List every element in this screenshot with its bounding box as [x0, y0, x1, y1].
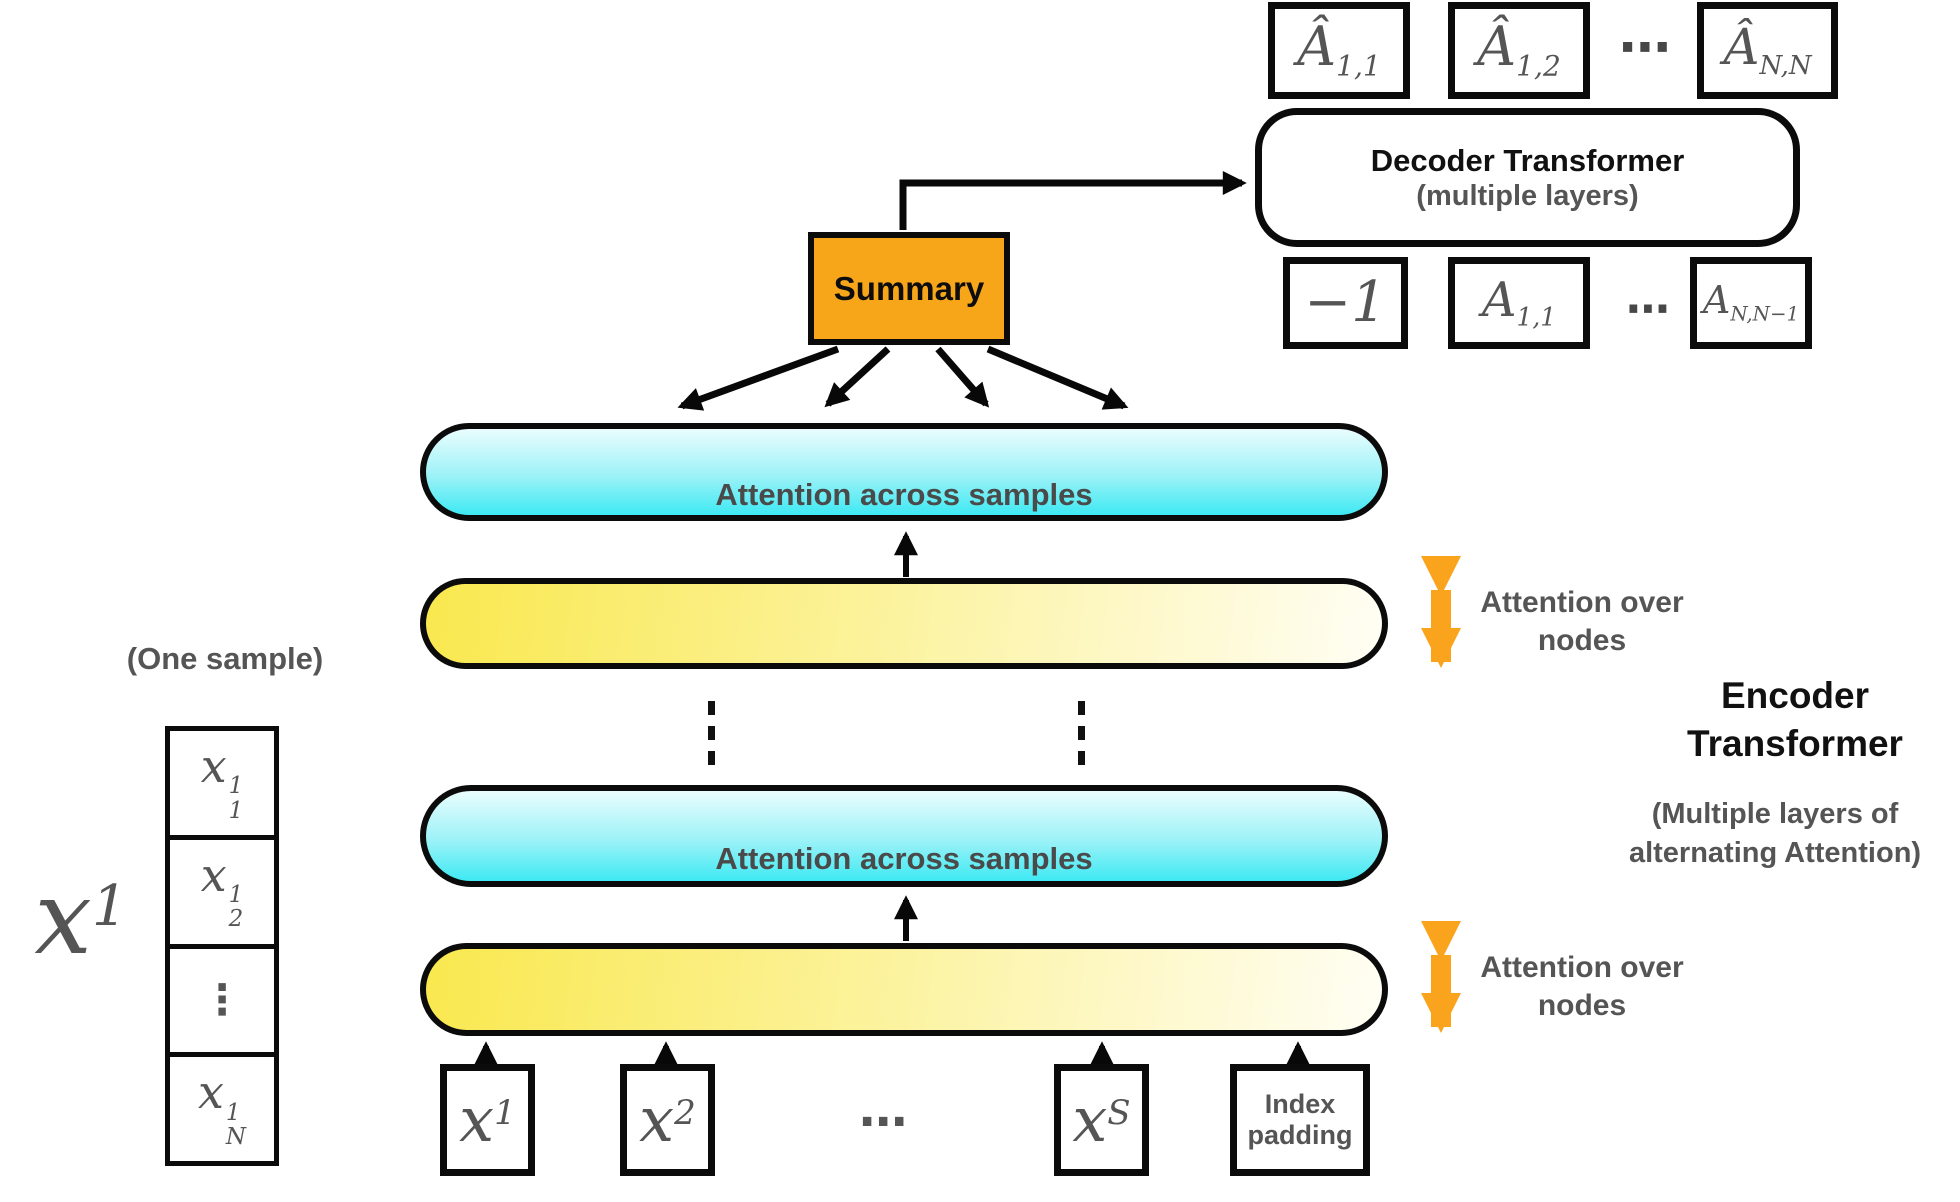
one-sample-caption: (One sample)	[126, 641, 324, 676]
ellipsis-dashed-line-left	[708, 701, 715, 765]
encoder-subtitle-line1: (Multiple layers of	[1651, 798, 1899, 830]
attention-over-line1: Attention over	[1480, 586, 1684, 619]
cyan-bar-top	[420, 423, 1388, 521]
summary-to-decoder-arrow	[899, 171, 1247, 230]
input-x2-box: x2	[620, 1064, 715, 1176]
minus-one-label: −1	[1304, 270, 1387, 335]
index-padding-line1: Index	[1264, 1088, 1336, 1119]
attention-across-label-top: Attention across samples	[715, 477, 1093, 512]
encoder-subtitle-line2: alternating Attention)	[1628, 837, 1922, 870]
vector-cell-ellipsis: ⋮	[170, 943, 274, 1053]
decoder-title: Decoder Transformer	[1370, 142, 1685, 178]
summary-fan-arrow-3	[935, 346, 990, 408]
yellow-bar-top	[420, 578, 1388, 669]
input-x1-box: x1	[440, 1064, 535, 1176]
a-n-nminus1-label: AN,N−1	[1702, 278, 1800, 326]
ahat-ellipsis: ⋯	[1619, 18, 1671, 78]
ahat-1-2-box: Â1,2	[1448, 2, 1590, 99]
attention-over-nodes-label-top: Attention over nodes	[1462, 584, 1702, 659]
ahat-1-1-label: Â1,1	[1297, 15, 1381, 83]
a-ellipsis: ⋯	[1626, 284, 1670, 335]
ahat-1-2-label: Â1,2	[1477, 15, 1561, 83]
a-n-nminus1-box: AN,N−1	[1690, 257, 1812, 349]
decoder-subtitle: (multiple layers)	[1416, 179, 1639, 212]
summary-fan-arrow-4	[986, 345, 1129, 410]
input-xs-box: xS	[1054, 1064, 1149, 1176]
encoder-transformer-subtitle: (Multiple layers of alternating Attentio…	[1590, 795, 1960, 873]
minus-one-box: −1	[1283, 257, 1408, 349]
encoder-title-line2: Transformer	[1687, 723, 1903, 765]
index-padding-box: Index padding	[1230, 1064, 1370, 1176]
ahat-1-1-box: Â1,1	[1268, 2, 1410, 99]
ellipsis-dashed-line-right	[1078, 701, 1085, 765]
attention-across-label-mid: Attention across samples	[715, 841, 1093, 876]
a-1-1-label: A1,1	[1481, 271, 1557, 332]
index-padding-line2: padding	[1247, 1120, 1353, 1150]
yellow-bar-bottom	[420, 943, 1388, 1036]
sample-vector-label: x1	[34, 859, 128, 978]
attention-over-line2: nodes	[1537, 623, 1627, 657]
summary-box: Summary	[808, 232, 1010, 345]
summary-fan-arrow-2	[824, 346, 891, 408]
attention-over-nodes-label-bottom: Attention over nodes	[1462, 949, 1702, 1024]
encoder-transformer-title: Encoder Transformer	[1630, 672, 1960, 768]
cyan-bar-mid	[420, 785, 1388, 887]
attention-over-line2: nodes	[1537, 988, 1627, 1022]
ahat-n-n-label: ÂN,N	[1723, 18, 1812, 81]
a-1-1-box: A1,1	[1448, 257, 1590, 349]
ahat-n-n-box: ÂN,N	[1697, 2, 1838, 99]
input-xs-label: xS	[1072, 1083, 1131, 1156]
input-x1-label: x1	[459, 1083, 516, 1156]
input-x2-label: x2	[639, 1083, 696, 1156]
summary-fan-arrow-1	[677, 345, 840, 411]
decoder-transformer-box: Decoder Transformer (multiple layers)	[1255, 108, 1800, 247]
attention-over-line1: Attention over	[1480, 951, 1684, 984]
encoder-title-line1: Encoder	[1720, 675, 1870, 716]
input-ellipsis: ⋯	[859, 1094, 907, 1150]
